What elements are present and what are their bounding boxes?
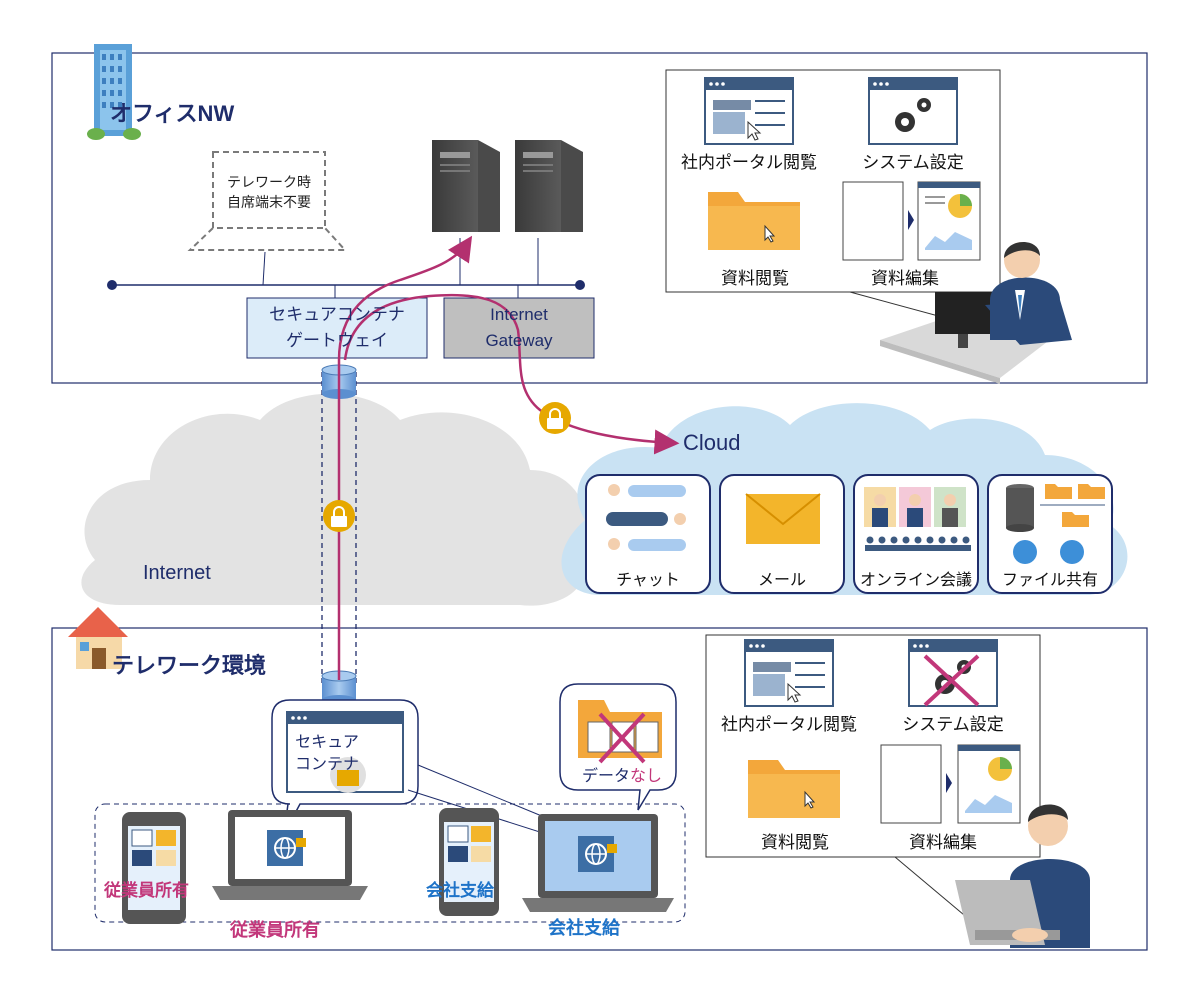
old-desk-pc-icon [187, 151, 348, 251]
office-building-icon [87, 44, 141, 140]
telework-title: テレワーク環境 [112, 653, 267, 678]
telework-docs-edit-label: 資料編集 [909, 833, 977, 852]
chat-label: チャット [616, 572, 680, 589]
server-icon-2 [515, 140, 583, 232]
old-pc-note: テレワーク時 自席端末不要 [213, 172, 325, 212]
chat-service-card [585, 474, 711, 594]
folder-icon [708, 192, 800, 250]
telework-system-label: システム設定 [902, 715, 1004, 734]
secure-container-line1: セキュア [295, 734, 359, 751]
portal-window-icon-2 [744, 639, 834, 707]
office-docs-edit-label: 資料編集 [871, 269, 939, 288]
secure-gateway-line2: ゲートウェイ [286, 331, 388, 350]
company-phone-icon [439, 808, 499, 916]
mail-label: メール [757, 572, 806, 589]
telework-portal-label: 社内ポータル閲覧 [721, 715, 857, 734]
company-laptop-icon [522, 814, 674, 912]
old-pc-note-line1: テレワーク時 [227, 174, 311, 190]
lock-icon-cloud [539, 402, 571, 434]
office-portal-label: 社内ポータル閲覧 [681, 153, 817, 172]
internet-gateway-line2: Gateway [485, 331, 553, 350]
online-meeting-label: オンライン会議 [859, 572, 972, 589]
internet-gateway-line1: Internet [490, 305, 548, 324]
internet-label: Internet [143, 562, 211, 584]
office-docs-view-label: 資料閲覧 [721, 269, 789, 288]
document-edit-icon [842, 181, 981, 261]
internet-cloud [81, 393, 586, 606]
secure-gateway-label: セキュアコンテナ ゲートウェイ [247, 302, 427, 354]
office-title: オフィスNW [110, 101, 235, 126]
office-system-label: システム設定 [862, 153, 964, 172]
document-edit-icon-2 [880, 744, 1021, 824]
system-settings-icon [868, 77, 958, 145]
phone-company-label: 会社支給 [426, 881, 494, 900]
no-data-prefix: データ [582, 768, 631, 785]
cloud-label: Cloud [683, 430, 741, 455]
old-pc-note-line2: 自席端末不要 [227, 194, 311, 210]
secure-container-gateway-box [246, 297, 428, 359]
secure-container-label: セキュア コンテナ [287, 732, 367, 776]
no-data-suffix: なし [630, 768, 663, 785]
file-share-service-card [987, 474, 1113, 594]
lock-icon-internet [323, 500, 355, 532]
telework-docs-view-label: 資料閲覧 [761, 833, 829, 852]
home-icon [68, 607, 128, 669]
system-settings-disabled-icon [908, 639, 998, 707]
internet-gateway-label: Internet Gateway [444, 302, 594, 354]
secure-gateway-line1: セキュアコンテナ [269, 305, 405, 324]
employee-phone-icon [122, 812, 186, 924]
secure-container-line2: コンテナ [294, 756, 359, 773]
laptop-employee-label: 従業員所有 [230, 920, 320, 940]
no-data-bubble [559, 683, 677, 811]
portal-window-icon [704, 77, 794, 145]
mail-service-card [719, 474, 845, 594]
no-data-label: データなし [582, 762, 662, 786]
online-meeting-service-card [853, 474, 979, 594]
file-share-label: ファイル共有 [1001, 572, 1098, 589]
folder-icon-2 [748, 760, 840, 818]
office-worker-illustration [880, 241, 1072, 384]
employee-laptop-icon [212, 810, 368, 900]
laptop-company-label: 会社支給 [548, 918, 620, 938]
telework-worker-illustration [955, 804, 1090, 948]
phone-employee-label: 従業員所有 [104, 881, 189, 900]
server-icon-1 [432, 140, 500, 232]
